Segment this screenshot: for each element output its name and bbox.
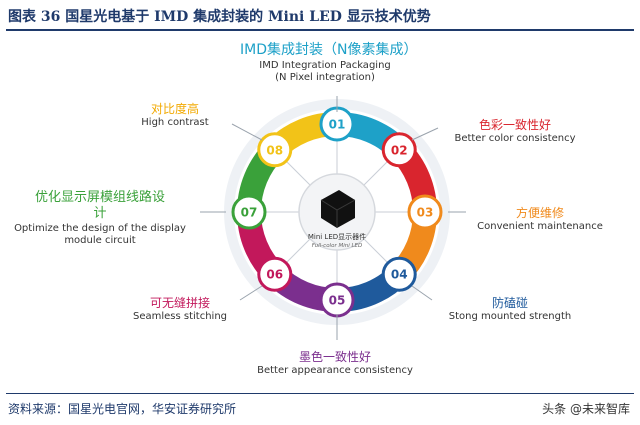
label-08-en: High contrast — [141, 117, 209, 128]
label-node-04: 防磕碰 Stong mounted strength — [430, 296, 590, 324]
node-circle-02 — [381, 132, 417, 168]
node-circle-08 — [257, 132, 293, 168]
label-05-en: Better appearance consistency — [257, 365, 413, 376]
page-title: 图表 36 国星光电基于 IMD 集成封装的 Mini LED 显示技术优势 — [8, 9, 431, 25]
node-number-08: 08 — [266, 143, 283, 157]
node-circle-04 — [381, 256, 417, 292]
leader-line-02 — [411, 127, 439, 141]
node-number-02: 02 — [391, 143, 408, 157]
label-node-03: 方便维修 Convenient maintenance — [465, 206, 615, 234]
source-note: 资料来源：国星光电官网，华安证券研究所 — [8, 402, 237, 416]
center-label-en: Full-color Mini LED — [312, 243, 363, 249]
label-node-07: 优化显示屏模组线路设计 Optimize the design of the d… — [4, 190, 196, 248]
label-01-cn: IMD集成封装（N像素集成） — [240, 42, 418, 58]
node-circle-07 — [231, 194, 267, 230]
node-number-04: 04 — [391, 268, 408, 282]
label-04-cn: 防磕碰 — [491, 296, 528, 310]
label-02-en: Better color consistency — [454, 133, 576, 144]
node-number-01: 01 — [329, 118, 346, 132]
label-node-05: 墨色一致性好 Better appearance consistency — [250, 350, 420, 378]
label-node-08: 对比度高 High contrast — [120, 102, 230, 130]
label-node-01: IMD集成封装（N像素集成） IMD Integration Packaging… — [240, 42, 418, 85]
leader-line-06 — [239, 285, 263, 301]
label-07-en: Optimize the design of the display — [14, 222, 186, 234]
footer-divider — [6, 393, 634, 394]
label-01-en2: (N Pixel integration) — [275, 72, 375, 83]
title-divider — [6, 29, 634, 31]
label-08-cn: 对比度高 — [150, 102, 199, 116]
spoke-08 — [282, 157, 311, 186]
node-number-07: 07 — [241, 206, 258, 220]
label-07-cn: 优化显示屏模组线路设计 — [34, 190, 165, 222]
node-number-03: 03 — [417, 206, 434, 220]
leader-line-08 — [231, 123, 263, 141]
label-01-en: IMD Integration Packaging — [259, 59, 391, 71]
label-node-02: 色彩一致性好 Better color consistency — [440, 118, 590, 146]
node-number-05: 05 — [329, 294, 346, 308]
label-06-cn: 可无缝拼接 — [149, 296, 210, 310]
label-05-cn: 墨色一致性好 — [298, 350, 371, 364]
label-06-en: Seamless stitching — [132, 311, 228, 322]
label-03-cn: 方便维修 — [515, 206, 564, 220]
spoke-06 — [282, 238, 311, 267]
label-04-en: Stong mounted strength — [448, 311, 572, 322]
spoke-04 — [363, 238, 392, 267]
label-02-cn: 色彩一致性好 — [478, 118, 551, 132]
spoke-02 — [363, 157, 392, 186]
node-circle-03 — [407, 194, 443, 230]
node-circle-06 — [257, 256, 293, 292]
label-07-en2: module circuit — [64, 235, 136, 246]
leader-line-04 — [411, 285, 433, 301]
center-label-cn: Mini LED显示器件 — [308, 232, 366, 241]
label-03-en: Convenient maintenance — [477, 221, 603, 232]
node-number-06: 06 — [266, 268, 283, 282]
watermark: 头条 @未来智库 — [542, 402, 630, 416]
label-node-06: 可无缝拼接 Seamless stitching — [115, 296, 245, 324]
